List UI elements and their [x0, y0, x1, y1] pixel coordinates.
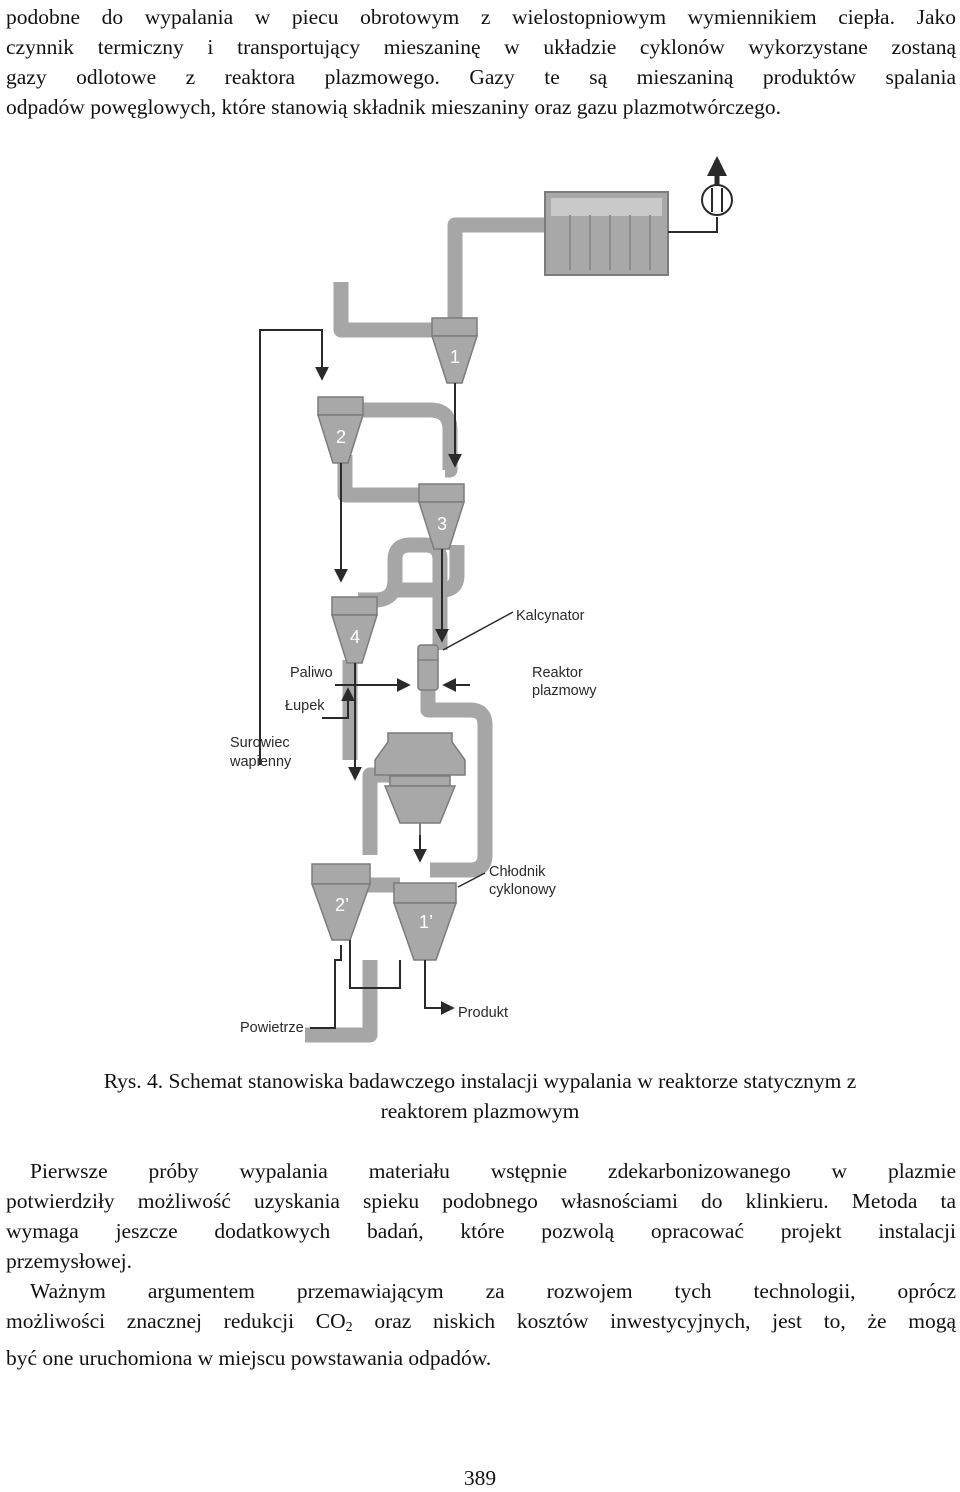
- label-chlodnik-2: cyklonowy: [489, 882, 557, 898]
- text-line-co2: możliwości znacznej redukcji CO2 oraz ni…: [6, 1306, 956, 1343]
- pipe-to-fan: [447, 217, 545, 325]
- label-reaktor-1: Reaktor: [532, 665, 583, 681]
- text-line: Ważnym argumentem przemawiającym za rozw…: [30, 1279, 956, 1303]
- heat-exchanger: [544, 191, 669, 276]
- exhaust-fan: [668, 156, 733, 233]
- calciner: [417, 644, 439, 691]
- air-line: [310, 945, 342, 1029]
- label-reaktor-2: plazmowy: [532, 683, 597, 699]
- label-produkt: Produkt: [458, 1005, 508, 1021]
- label-chlodnik-1: Chłodnik: [489, 864, 546, 880]
- intro-paragraph: podobne do wypalania w piecu obrotowym z…: [6, 2, 956, 122]
- cyclone-1: 1: [430, 317, 479, 384]
- cyclone-2-prime-label: 2’: [335, 895, 349, 915]
- plasma-reactor: [374, 732, 466, 835]
- label-paliwo: Paliwo: [290, 665, 333, 681]
- limestone-feed-line: [259, 329, 329, 765]
- text-line: przemysłowej.: [6, 1249, 132, 1273]
- figure-caption: Rys. 4. Schemat stanowiska badawczego in…: [0, 1066, 960, 1126]
- flow-lines: [259, 329, 470, 1029]
- cyclone-4: 4: [330, 596, 379, 664]
- process-schematic-figure: 1 2 3 4: [229, 156, 733, 1043]
- pipe-2-to-1: [322, 400, 458, 478]
- cyclone-1-label: 1: [450, 347, 460, 367]
- pipe-3-to-2: [337, 455, 430, 503]
- pipe-feed-top: [333, 282, 440, 338]
- product-line: [424, 960, 455, 1015]
- co2-subscript: 2: [345, 1320, 353, 1335]
- cyclone-3: 3: [417, 483, 466, 550]
- cyclone-2-label: 2: [336, 427, 346, 447]
- text-line: wymaga jeszcze dodatkowych badań, które …: [6, 1219, 956, 1243]
- cyclone-2: 2: [316, 396, 365, 464]
- text-line: potwierdziły możliwość uzyskania spieku …: [6, 1189, 956, 1213]
- text-segment: możliwości znacznej redukcji CO: [6, 1309, 346, 1333]
- text-line: gazy odlotowe z reaktora plazmowego. Gaz…: [6, 65, 956, 89]
- cyclone-3-label: 3: [437, 514, 447, 534]
- cyclone-1-prime: 1’: [392, 882, 458, 961]
- cyclone-4-label: 4: [350, 627, 360, 647]
- label-surowiec-1: Surowiec: [230, 735, 290, 751]
- text-line: podobne do wypalania w piecu obrotowym z…: [6, 5, 956, 29]
- pipe-cooler-link: [430, 790, 493, 878]
- shale-line: [322, 687, 355, 719]
- text-line: Pierwsze próby wypalania materiału wstęp…: [30, 1159, 956, 1183]
- label-surowiec-2: wapienny: [229, 754, 292, 770]
- pipe-air-in: [305, 960, 378, 1043]
- label-powietrze: Powietrze: [240, 1020, 304, 1036]
- figure-labels: Kalcynator Reaktor plazmowy Paliwo Łupek…: [229, 608, 597, 1036]
- caption-line-2: reaktorem plazmowym: [380, 1099, 580, 1123]
- cyclone-2-prime: 2’: [310, 863, 372, 941]
- text-line: czynnik termiczny i transportujący miesz…: [6, 35, 956, 59]
- paragraph-3: Ważnym argumentem przemawiającym za rozw…: [6, 1276, 956, 1373]
- label-lupek: Łupek: [285, 698, 325, 714]
- paragraph-2: Pierwsze próby wypalania materiału wstęp…: [6, 1156, 956, 1276]
- label-kalcynator: Kalcynator: [516, 608, 585, 624]
- text-line: odpadów powęglowych, które stanowią skła…: [6, 95, 781, 119]
- cyclone-1-prime-label: 1’: [419, 912, 433, 932]
- pipe-reactor-loop: [420, 690, 493, 790]
- cooler-return-line: [349, 940, 401, 989]
- text-line: być one uruchomiona w miejscu powstawani…: [6, 1346, 492, 1370]
- caption-line-1: Rys. 4. Schemat stanowiska badawczego in…: [103, 1069, 857, 1093]
- leader-lines: [442, 611, 514, 888]
- page-number: 389: [463, 1466, 497, 1490]
- text-segment: oraz niskich kosztów inwestycyjnych, jes…: [352, 1309, 956, 1333]
